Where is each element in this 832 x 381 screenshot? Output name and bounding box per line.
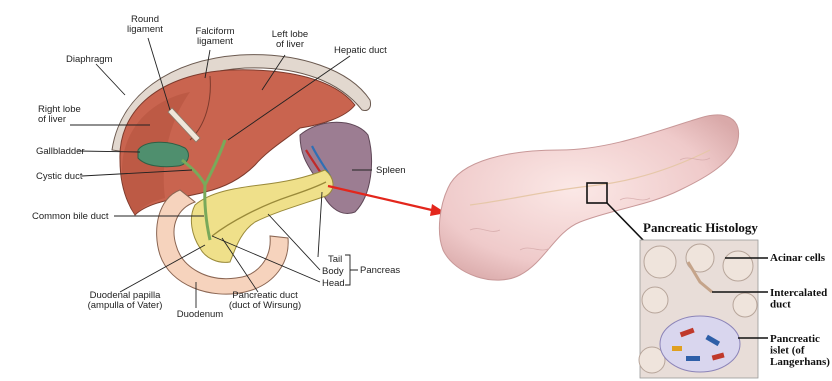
label-tail: Tail	[328, 254, 342, 265]
leader-diaphragm	[96, 64, 125, 95]
label-acinar-cells: Acinar cells	[770, 252, 826, 264]
label-pancreas: Pancreas	[360, 265, 400, 276]
label-head: Head	[322, 278, 345, 289]
label-cystic-duct: Cystic duct	[36, 171, 83, 182]
label-spleen: Spleen	[376, 165, 406, 176]
label-diaphragm: Diaphragm	[66, 54, 113, 65]
leader-tail	[318, 192, 322, 257]
pancreas-bracket	[345, 255, 358, 285]
gallbladder-shape	[138, 142, 189, 166]
label-duodenal-papilla: Duodenal papilla(ampulla of Vater)	[88, 290, 163, 311]
label-body: Body	[322, 266, 344, 277]
label-gallbladder: Gallbladder	[36, 146, 85, 157]
label-hepatic-duct: Hepatic duct	[334, 45, 387, 56]
pancreatic-islet	[660, 316, 740, 372]
label-pancreatic-duct: Pancreatic duct(duct of Wirsung)	[229, 290, 301, 311]
histology-panel: Pancreatic Histology Acinar cells Interc…	[639, 220, 830, 378]
label-common-bile-duct: Common bile duct	[32, 211, 109, 222]
histology-title: Pancreatic Histology	[643, 220, 758, 235]
label-duodenum: Duodenum	[177, 309, 224, 320]
